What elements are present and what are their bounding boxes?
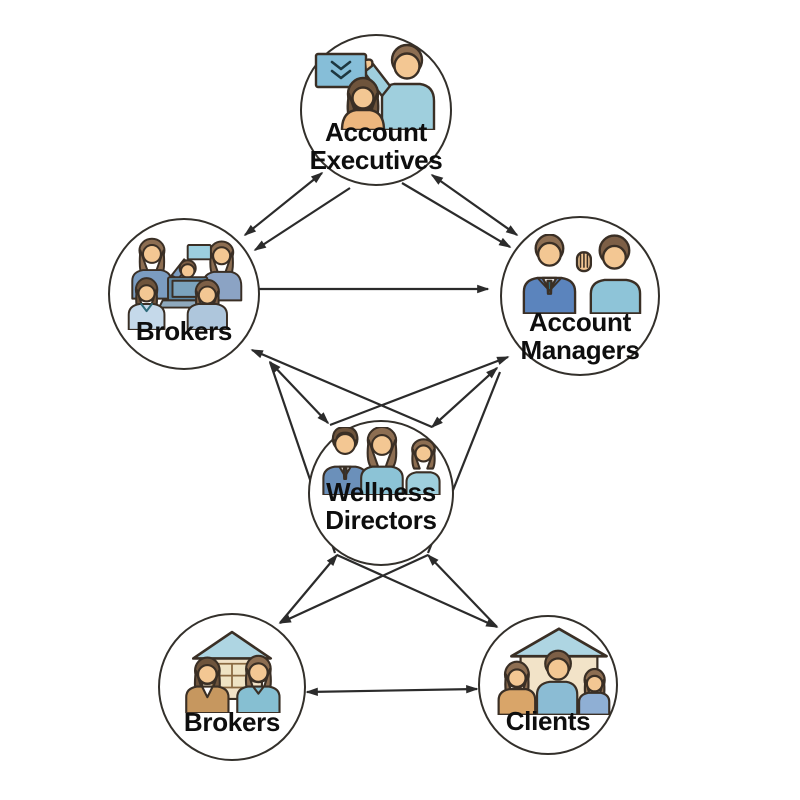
node-account-executives: Account Executives (300, 34, 452, 186)
broker-team-laptop-icon (127, 237, 243, 330)
node-label: Account Managers (520, 307, 640, 365)
edge-wd-clients-shallow (336, 553, 499, 629)
edge-ae-am-a (430, 174, 519, 236)
suit-and-waving-man-icon (522, 234, 642, 314)
node-label: Brokers (135, 316, 233, 346)
people-with-tablet-icon (314, 43, 436, 130)
node-label: Brokers (183, 707, 281, 737)
node-brokers-left: Brokers (108, 218, 260, 370)
node-brokers-bottom: Brokers (158, 613, 306, 761)
edge-am-wd-steep (430, 366, 499, 429)
node-label: Wellness Directors (325, 477, 437, 535)
node-account-managers: Account Managers (500, 216, 660, 376)
edge-clients-wd-steep (426, 553, 498, 628)
node-label: Clients (505, 706, 591, 736)
edge-brokersb-clients-horizontal (305, 684, 479, 697)
node-clients: Clients (478, 615, 618, 755)
edge-ae-brokers-a (243, 171, 324, 237)
edge-wd-brokersb-shallow (278, 554, 429, 624)
edge-ae-brokers-b (253, 187, 351, 251)
family-with-house-icon (497, 627, 611, 715)
edge-wd-am-shallow (329, 355, 510, 427)
edge-ae-am-b (401, 182, 512, 248)
node-label: Account Executives (309, 117, 443, 175)
edge-brokersb-wd-steep (279, 553, 339, 624)
node-wellness-directors: Wellness Directors (308, 420, 454, 566)
three-directors-icon (322, 427, 441, 495)
edge-brokers-wd-steep (268, 360, 330, 425)
agents-with-house-icon (185, 630, 281, 713)
